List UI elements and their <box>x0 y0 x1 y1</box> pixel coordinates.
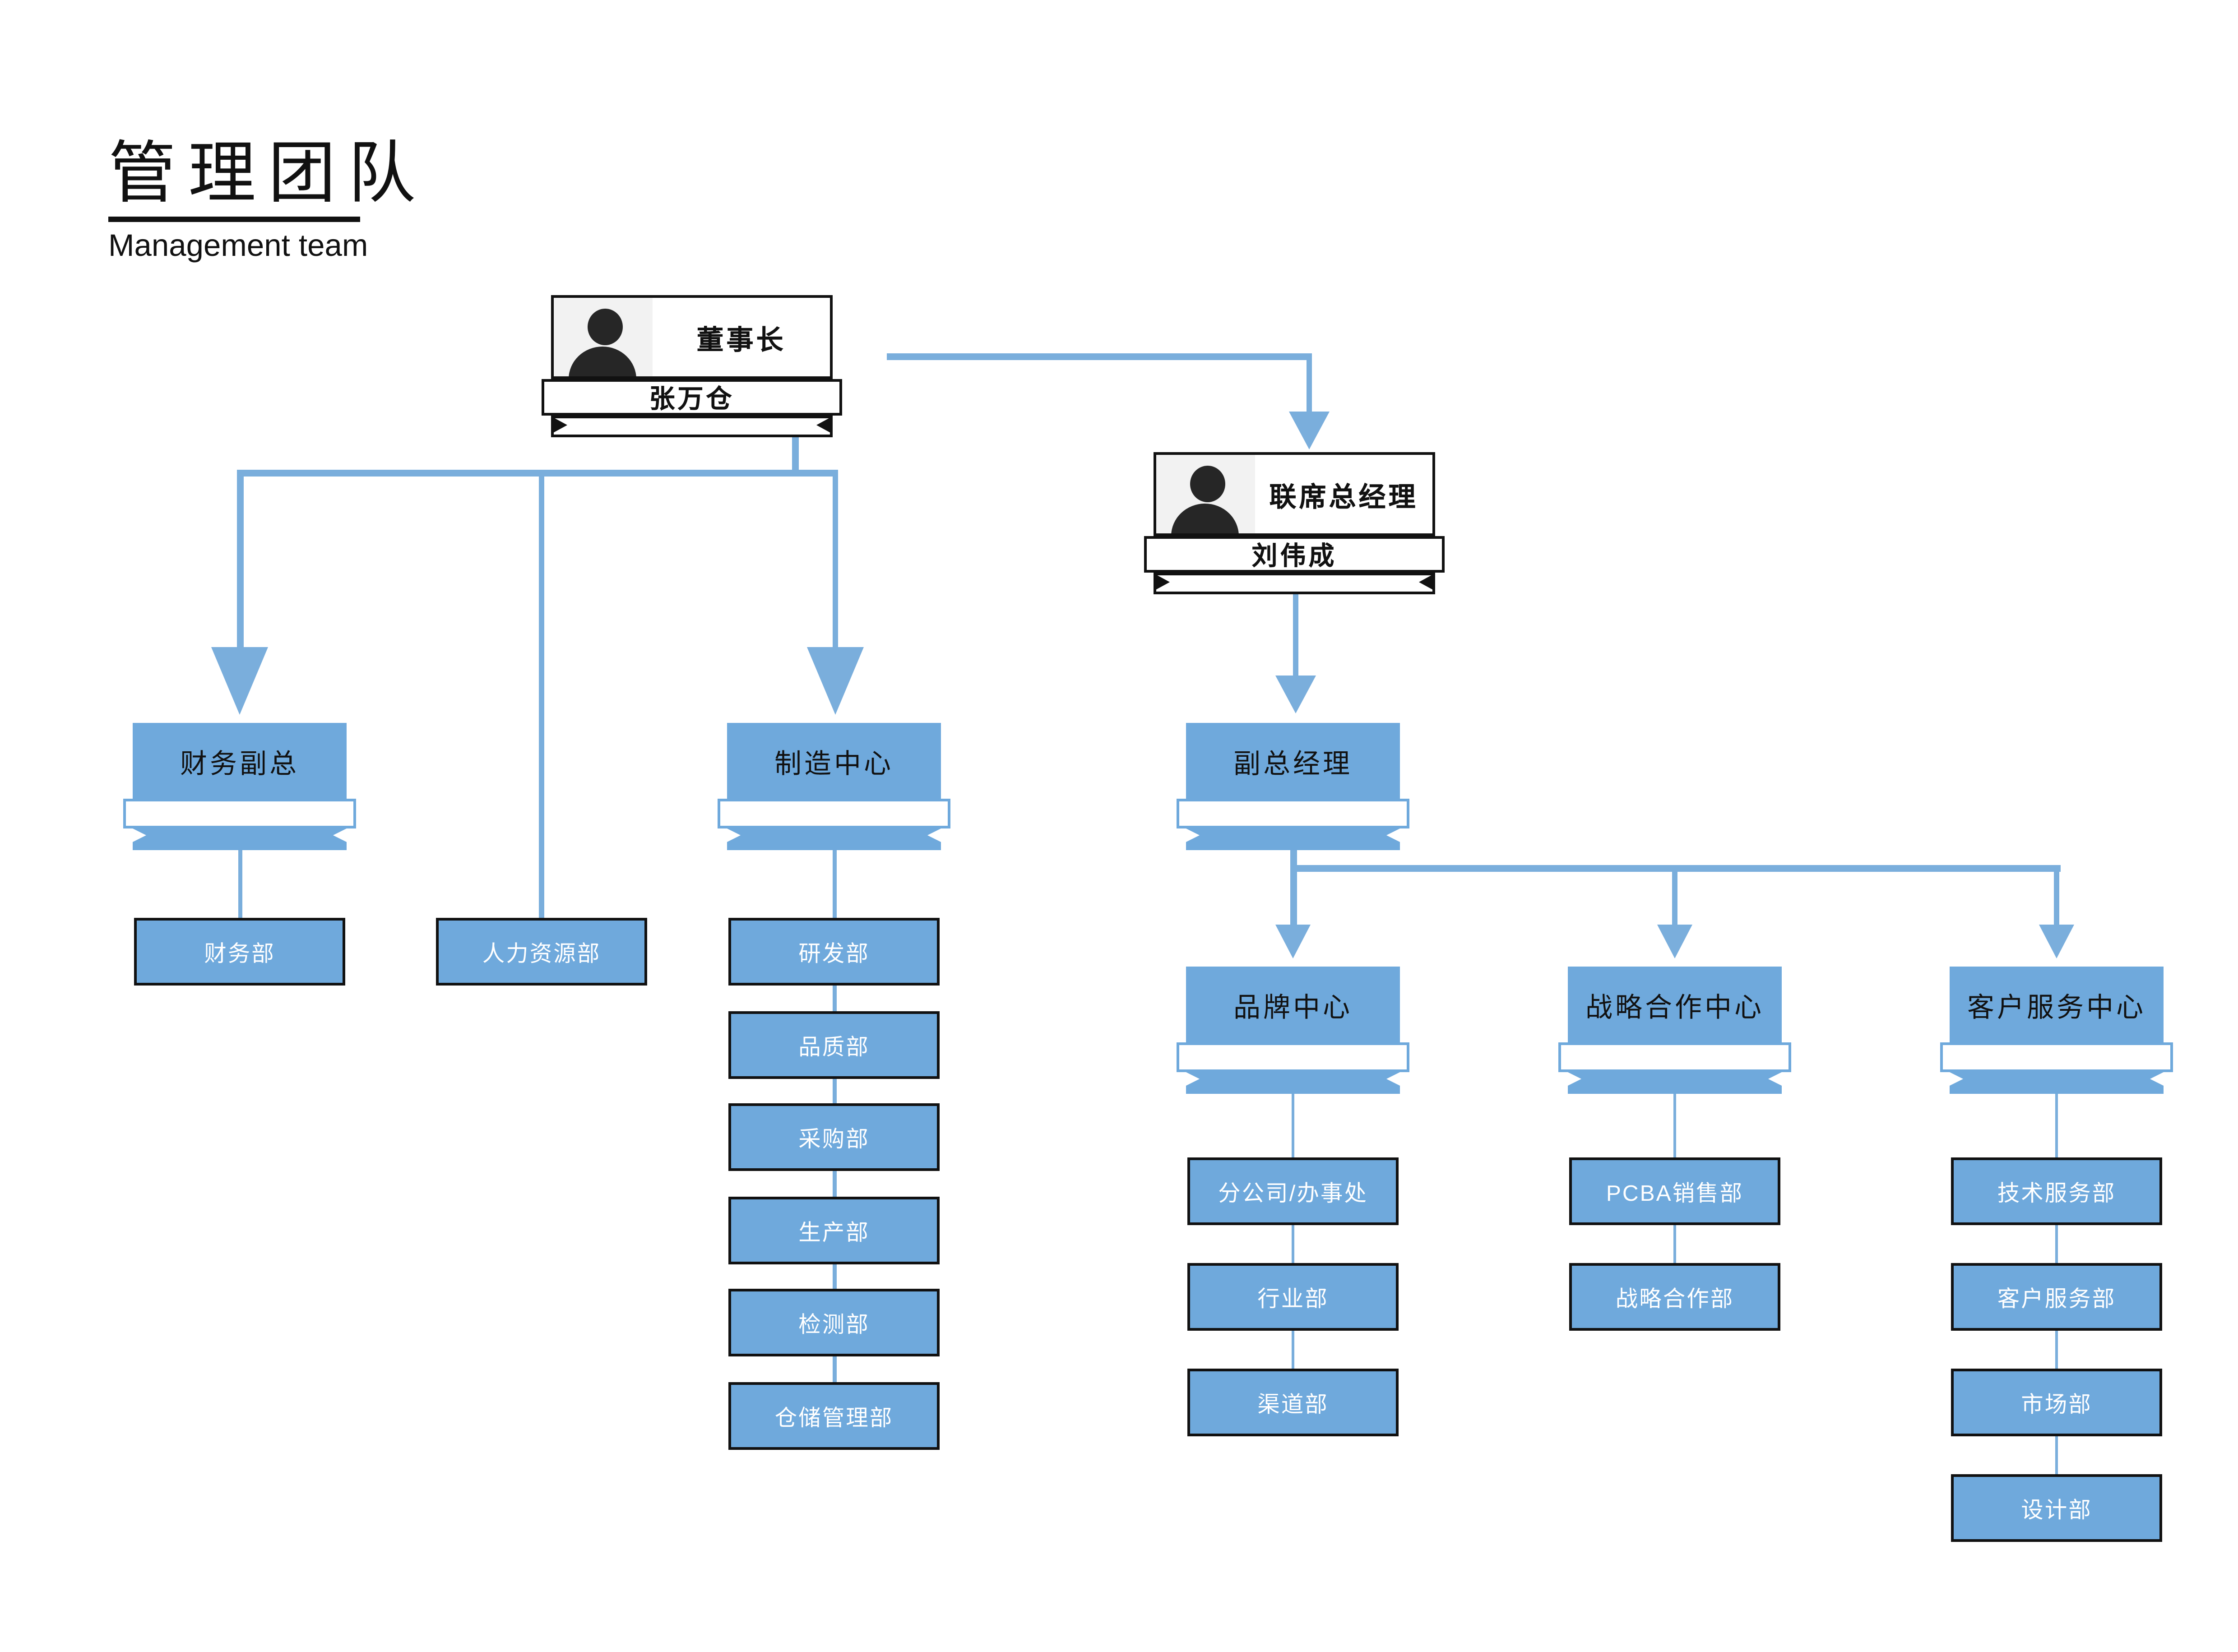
connector-mfg-seg <box>833 1171 836 1197</box>
arrow-down-icon <box>1656 925 1692 958</box>
connector-financevp-to-finance <box>238 850 242 918</box>
arrow-down-icon <box>211 647 268 715</box>
connector-customer-col <box>2055 1094 2058 1157</box>
dept-tech-service: 技术服务部 <box>1951 1157 2162 1225</box>
ribbon-fold-icon <box>1419 574 1434 590</box>
connector-to-manufacturing <box>832 470 838 647</box>
node-brand-center: 品牌中心 <box>1177 967 1409 1094</box>
connector-brand-seg <box>1291 1331 1295 1369</box>
connector-customer-seg <box>2055 1225 2058 1263</box>
dept-purchasing: 采购部 <box>728 1103 940 1171</box>
node-customer-center-band <box>1940 1042 2173 1072</box>
connector-deputy-stub <box>1290 847 1297 870</box>
co-gm-name-band: 刘伟成 <box>1144 536 1445 573</box>
dept-production: 生产部 <box>728 1197 940 1264</box>
dept-industry: 行业部 <box>1187 1263 1399 1331</box>
dept-rnd: 研发部 <box>728 918 940 986</box>
connector-mfg-seg <box>833 1079 836 1103</box>
node-strategic-center-band <box>1558 1042 1791 1072</box>
node-deputy-gm-band <box>1177 799 1409 828</box>
connector-to-brand <box>1290 870 1297 925</box>
connector-right-bus <box>1290 865 2060 871</box>
dept-finance: 财务部 <box>134 918 345 986</box>
co-gm-plinth <box>1154 573 1435 594</box>
co-gm-photo <box>1156 455 1255 533</box>
connector-mfg-seg <box>833 1356 836 1382</box>
dept-inspection: 检测部 <box>728 1289 940 1356</box>
node-deputy-gm: 副总经理 <box>1177 723 1409 850</box>
node-manufacturing-center-label: 制造中心 <box>727 723 941 799</box>
arrow-down-icon <box>1274 925 1310 958</box>
dept-pcba-sales: PCBA销售部 <box>1569 1157 1780 1225</box>
connector-cogm-to-deputy <box>1293 592 1299 676</box>
node-customer-center-label: 客户服务中心 <box>1950 967 2164 1042</box>
connector-chairman-to-cogm-h <box>887 353 1312 360</box>
node-finance-vp-band <box>123 799 356 828</box>
node-deputy-gm-label: 副总经理 <box>1186 723 1400 799</box>
dept-quality: 品质部 <box>728 1011 940 1079</box>
connector-strategic-seg <box>1673 1225 1677 1263</box>
node-strategic-center-label: 战略合作中心 <box>1568 967 1782 1042</box>
connector-brand-col <box>1291 1094 1295 1157</box>
node-brand-center-band <box>1177 1042 1409 1072</box>
connector-chairman-drop <box>792 436 798 475</box>
co-gm-card: 联席总经理 刘伟成 <box>1144 452 1445 594</box>
node-finance-vp-label: 财务副总 <box>133 723 347 799</box>
node-brand-center-label: 品牌中心 <box>1186 967 1400 1042</box>
connector-mfg-plaque-to-col <box>833 850 836 918</box>
connector-brand-seg <box>1291 1225 1295 1263</box>
ribbon-fold-icon <box>816 417 831 433</box>
connector-strategic-col <box>1673 1094 1677 1157</box>
dept-hr: 人力资源部 <box>436 918 647 986</box>
arrow-down-icon <box>806 647 863 715</box>
title-underline <box>108 217 360 222</box>
connector-mfg-seg <box>833 986 836 1011</box>
arrow-down-icon <box>2038 925 2074 958</box>
dept-customer-service: 客户服务部 <box>1951 1263 2162 1331</box>
co-gm-card-main: 联席总经理 <box>1154 452 1435 536</box>
chairman-card-main: 董事长 <box>551 295 833 379</box>
node-customer-center: 客户服务中心 <box>1940 967 2173 1094</box>
ribbon-fold-icon <box>1155 574 1170 590</box>
dept-marketing: 市场部 <box>1951 1369 2162 1436</box>
chairman-photo <box>554 298 653 376</box>
dept-warehouse: 仓储管理部 <box>728 1382 940 1450</box>
connector-chairman-to-cogm-v <box>1306 353 1312 412</box>
dept-design: 设计部 <box>1951 1474 2162 1542</box>
chairman-plinth <box>551 416 833 437</box>
arrow-down-icon <box>1289 412 1330 449</box>
connector-to-customer <box>2053 870 2060 925</box>
dept-branch-offices: 分公司/办事处 <box>1187 1157 1399 1225</box>
node-manufacturing-center-band <box>718 799 950 828</box>
node-strategic-center: 战略合作中心 <box>1558 967 1791 1094</box>
connector-customer-seg <box>2055 1331 2058 1369</box>
connector-left-bus <box>237 470 838 476</box>
chairman-title: 董事长 <box>696 325 786 356</box>
chairman-card: 董事长 张万仓 <box>542 295 842 437</box>
chairman-name-band: 张万仓 <box>542 379 842 416</box>
page-subtitle: Management team <box>108 227 368 263</box>
page-title: 管理团队 <box>108 135 428 211</box>
connector-mfg-seg <box>833 1264 836 1289</box>
connector-to-strategic <box>1672 870 1678 925</box>
dept-strategic-coop: 战略合作部 <box>1569 1263 1780 1331</box>
node-manufacturing-center: 制造中心 <box>718 723 950 850</box>
ribbon-fold-icon <box>552 417 567 433</box>
connector-to-finance-vp <box>237 470 243 647</box>
dept-channel: 渠道部 <box>1187 1369 1399 1436</box>
co-gm-title: 联席总经理 <box>1269 482 1418 513</box>
connector-to-hr <box>538 470 545 918</box>
arrow-down-icon <box>1275 676 1316 713</box>
node-finance-vp: 财务副总 <box>123 723 356 850</box>
connector-customer-seg <box>2055 1436 2058 1474</box>
